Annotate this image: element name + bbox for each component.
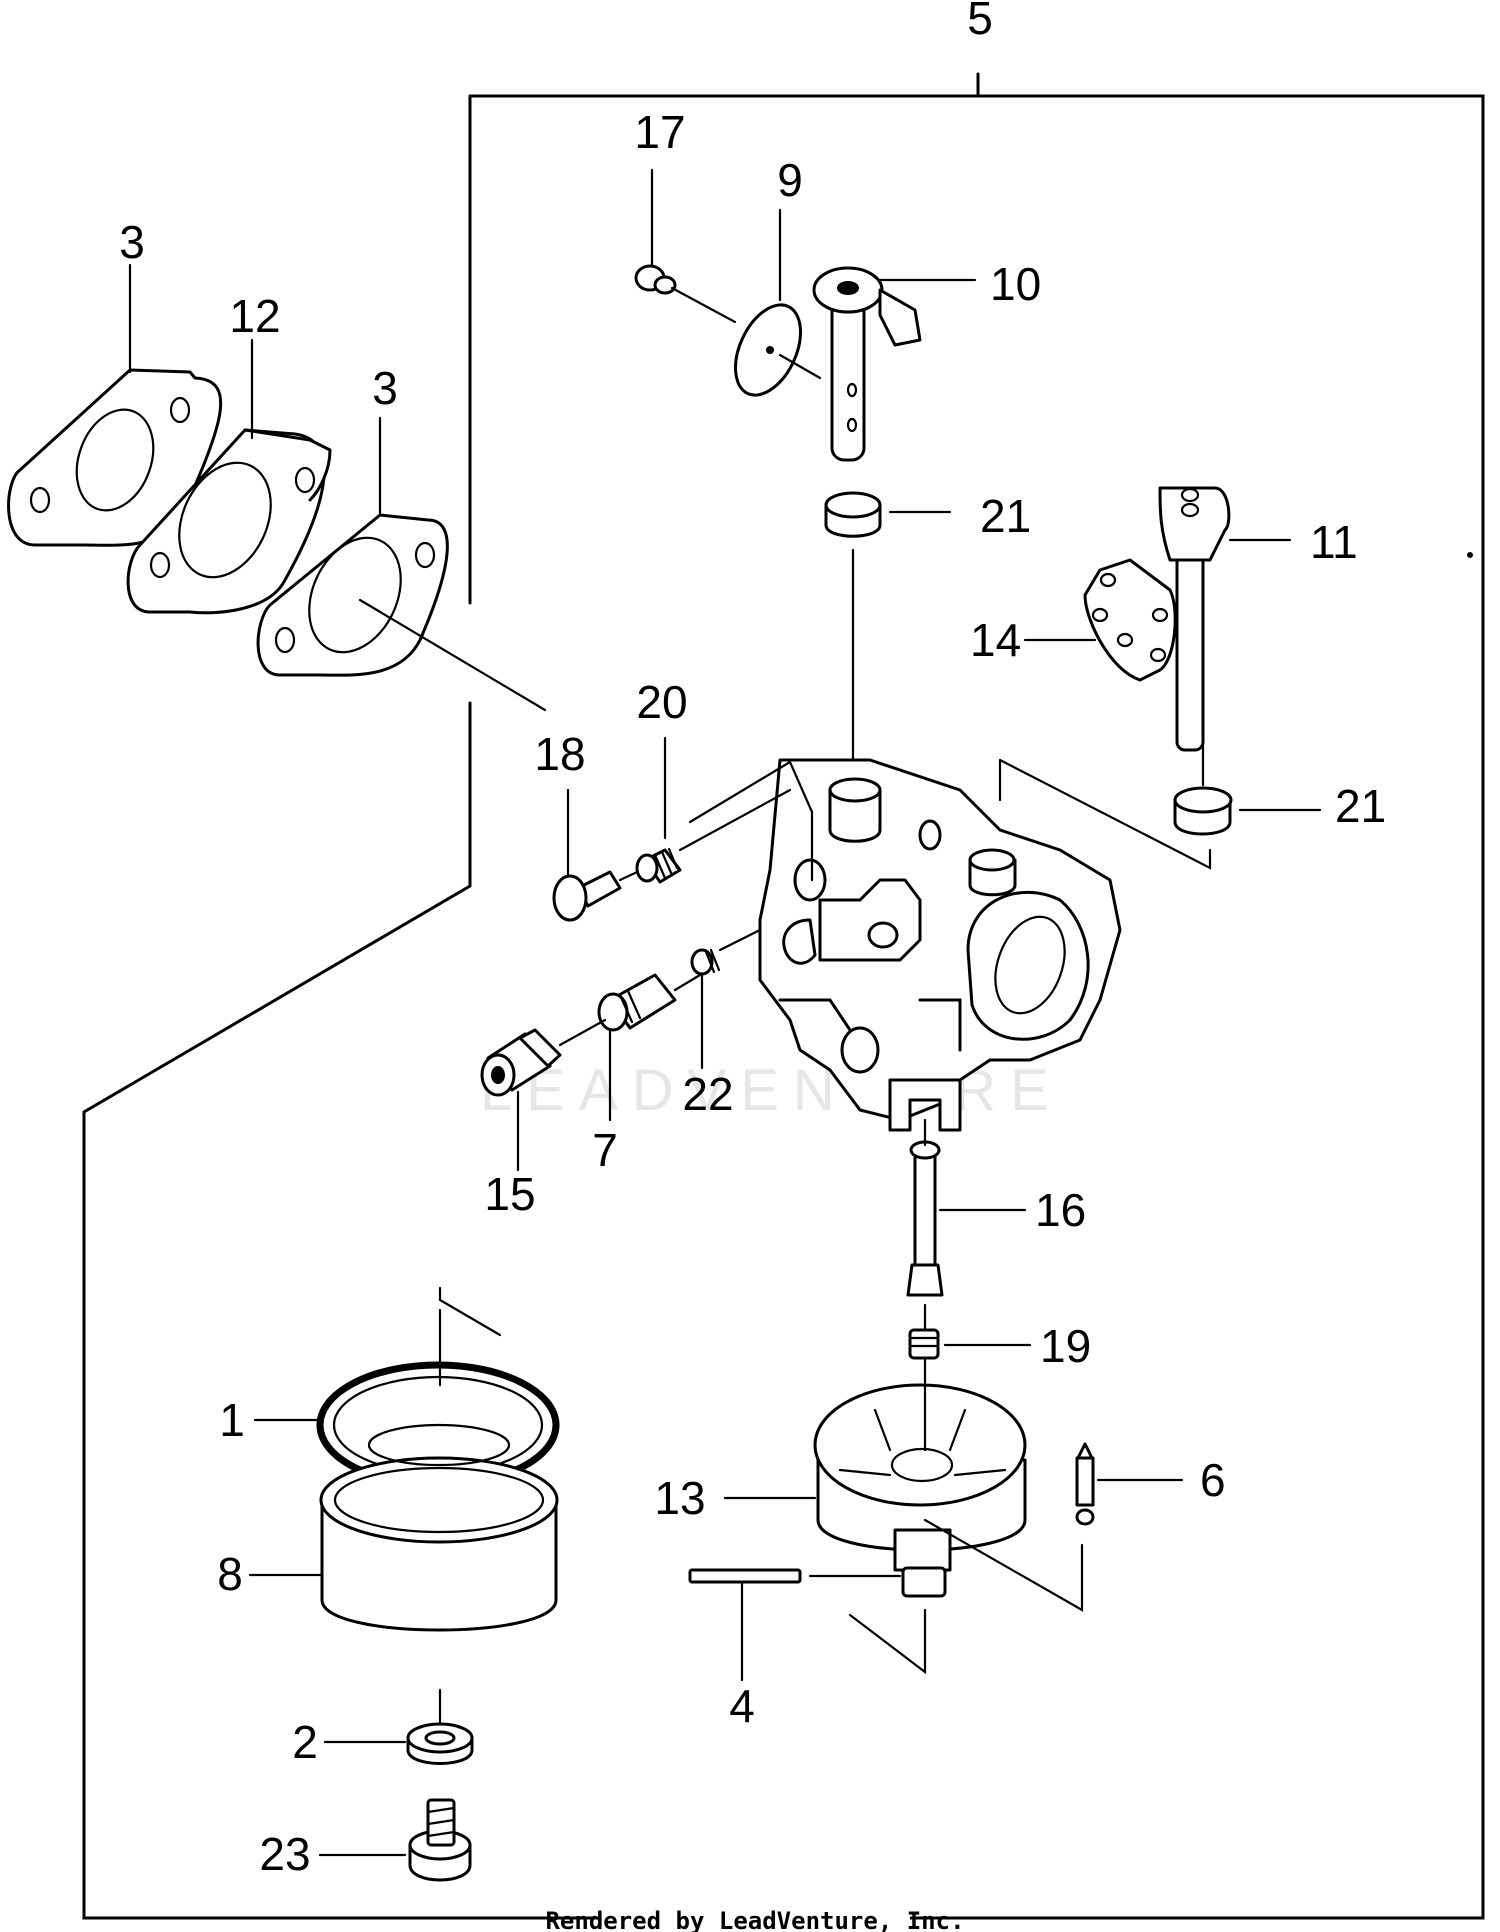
callout-6: 6: [1200, 1454, 1226, 1506]
screw-part-18: [552, 870, 622, 922]
spring-axis-22: [718, 928, 762, 952]
plate-axis-9: [778, 353, 822, 380]
callout-21a: 21: [980, 490, 1031, 542]
callout-3a: 3: [119, 216, 145, 268]
callout-9: 9: [777, 154, 803, 206]
callout-20: 20: [636, 676, 687, 728]
callout-5: 5: [967, 0, 993, 44]
spring-part-20: [635, 847, 682, 884]
callout-2: 2: [292, 1716, 318, 1768]
bracket-13: [923, 1518, 1084, 1612]
callout-12: 12: [229, 290, 280, 342]
callout-10: 10: [990, 258, 1041, 310]
screw-axis-17: [670, 286, 737, 324]
washer-part-21-top: [824, 491, 882, 538]
callout-17: 17: [634, 106, 685, 158]
callout-19: 19: [1040, 1320, 1091, 1372]
callout-3b: 3: [372, 362, 398, 414]
bracket-left: [688, 760, 814, 882]
callout-23: 23: [259, 1828, 310, 1880]
bracket-13b: [848, 1608, 927, 1675]
gasket-part-3-right: [256, 513, 449, 677]
float-bowl-part-8: [319, 1423, 559, 1632]
jet-part-7: [597, 973, 677, 1032]
spacer-part-12: [126, 428, 332, 615]
assembly-outline: [82, 72, 1485, 1920]
callout-15: 15: [484, 1168, 535, 1220]
stray-dot: [1467, 552, 1473, 558]
float-part-13: [813, 1383, 1027, 1598]
jet-holder-part-15: [480, 1028, 562, 1097]
spring-axis-20: [678, 788, 792, 852]
callout-8: 8: [217, 1548, 243, 1600]
callout-13: 13: [654, 1472, 705, 1524]
leader-18: [358, 598, 547, 712]
callout-7: 7: [592, 1124, 618, 1176]
spring-part-22: [690, 948, 721, 976]
choke-shaft-part-10: [812, 266, 922, 462]
callout-21b: 21: [1335, 780, 1386, 832]
nozzle-part-16: [906, 1140, 944, 1297]
washer-part-2: [406, 1722, 474, 1765]
screw-part-17: [634, 264, 677, 295]
carburetor-body: [758, 758, 1122, 1132]
callout-22: 22: [682, 1068, 733, 1120]
footer-backdrop: [600, 1910, 910, 1932]
throttle-plate-part-14: [1083, 558, 1177, 682]
bolt-part-23: [408, 1798, 472, 1882]
callout-18: 18: [534, 728, 585, 780]
callout-labels: 5 17 9 10 3 12 3 21 11 14 18 20 21 22 15…: [119, 0, 1386, 1880]
needle-valve-part-6: [1075, 1442, 1095, 1526]
callout-1: 1: [219, 1394, 245, 1446]
choke-plate-part-9: [734, 303, 802, 397]
jet-axis-7: [673, 973, 702, 992]
callout-16: 16: [1035, 1184, 1086, 1236]
render-credit: Rendered by LeadVenture, Inc.: [545, 1907, 964, 1932]
washer-part-21-right: [1173, 786, 1233, 836]
holder-axis-15: [558, 1018, 607, 1047]
throttle-shaft-part-11: [1158, 486, 1231, 752]
bracket-right: [998, 758, 1212, 870]
pin-part-4: [688, 1568, 802, 1584]
bracket-1: [438, 1286, 502, 1387]
needle-part-19: [908, 1328, 940, 1360]
callout-4: 4: [729, 1680, 755, 1732]
callout-11: 11: [1310, 516, 1358, 568]
callout-14: 14: [970, 614, 1021, 666]
